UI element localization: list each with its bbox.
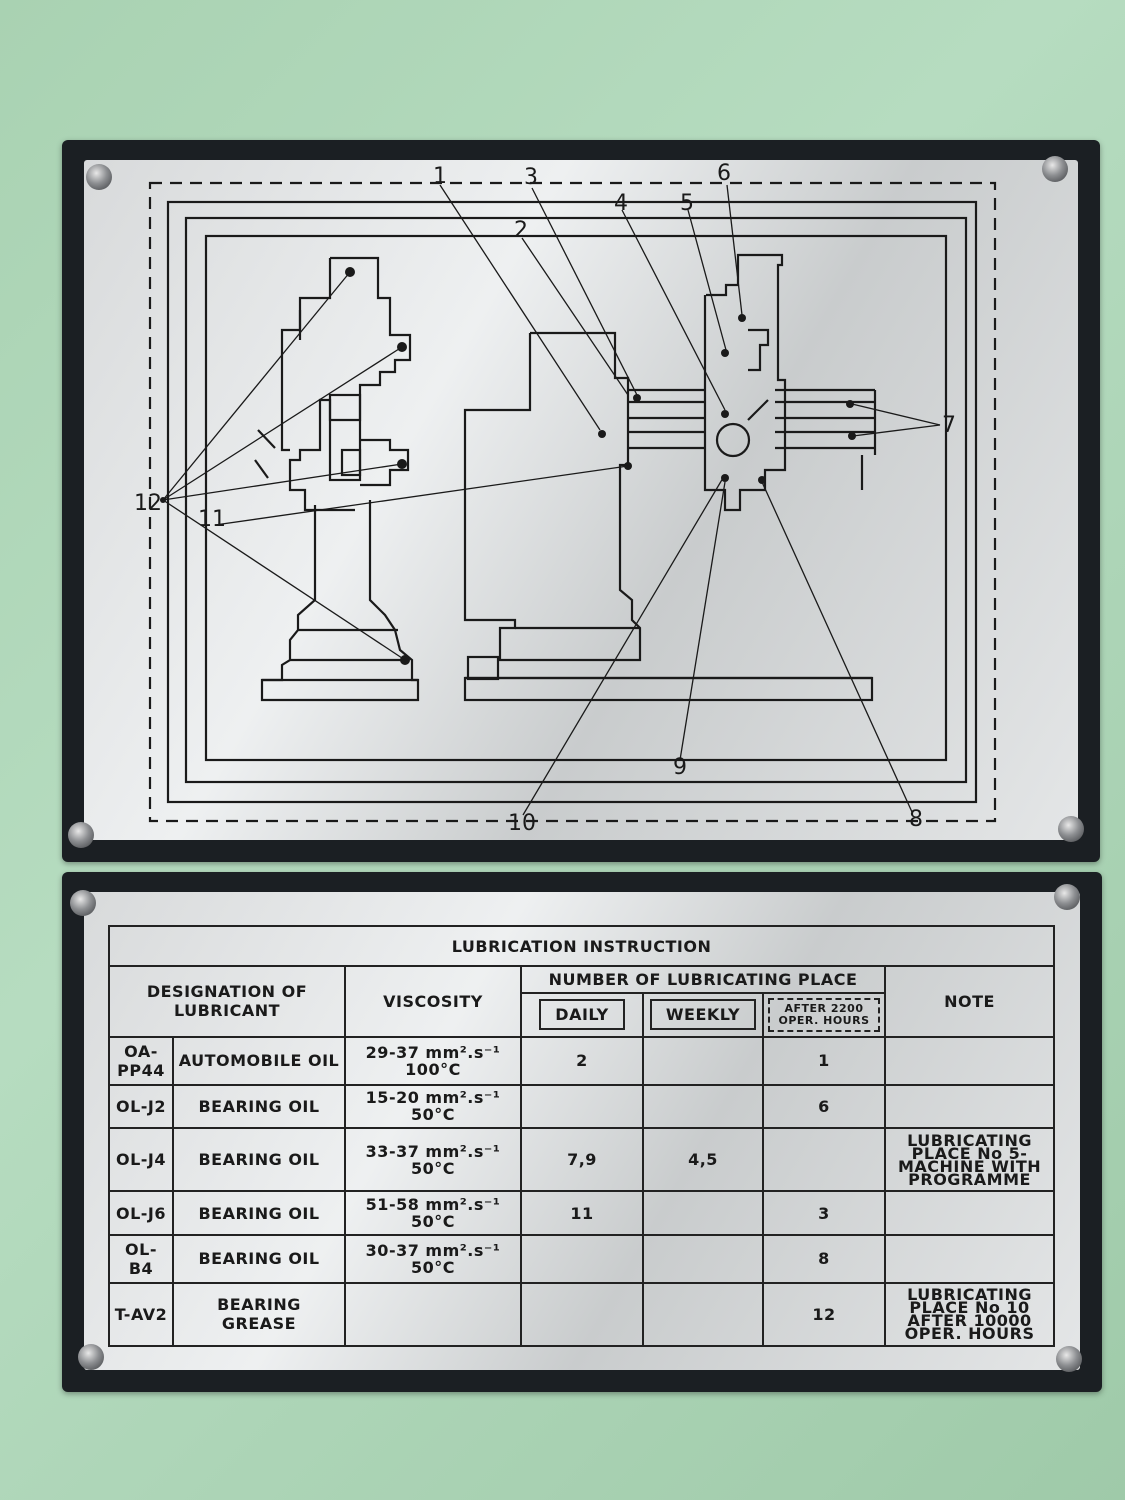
callout-3: 3 [524, 165, 538, 190]
row-after [762, 1127, 886, 1193]
rivet-icon [68, 822, 94, 848]
row-daily: 2 [520, 1035, 644, 1086]
row-daily: 7,9 [520, 1127, 644, 1193]
frame-middle [184, 216, 968, 784]
lubrication-points [160, 267, 856, 665]
callout-5: 5 [680, 191, 694, 216]
row-code: OL-J2 [108, 1083, 174, 1130]
row-note: LUBRICATING PLACE No 5-MACHINE WITH PROG… [883, 1127, 1056, 1193]
table-title: LUBRICATION INSTRUCTION [107, 925, 1056, 967]
callout-6: 6 [717, 161, 731, 186]
header-after-cell: AFTER 2200 OPER. HOURS [762, 992, 886, 1038]
row-name: AUTOMOBILE OIL [172, 1035, 346, 1086]
header-weekly-cell: WEEKLY [642, 992, 764, 1038]
header-daily: DAILY [539, 999, 625, 1031]
row-viscosity [344, 1281, 522, 1348]
header-weekly: WEEKLY [649, 999, 757, 1031]
row-note [883, 1035, 1056, 1086]
rivet-icon [1042, 156, 1068, 182]
table-row: T-AV2 BEARING GREASE 12 LUBRICATING PLAC… [108, 1281, 1056, 1348]
row-name: BEARING OIL [172, 1190, 346, 1236]
diagram-plate-face [84, 160, 1078, 840]
header-designation: DESIGNATION OF LUBRICANT [108, 965, 346, 1038]
row-weekly [642, 1190, 764, 1236]
row-after: 1 [762, 1035, 886, 1086]
dashed-frame [148, 181, 997, 823]
callout-7: 7 [942, 413, 956, 438]
rivet-icon [70, 890, 96, 916]
row-name: BEARING OIL [172, 1127, 346, 1193]
callout-11: 11 [198, 507, 226, 532]
row-note [883, 1083, 1056, 1130]
row-daily [520, 1233, 644, 1284]
callout-4: 4 [614, 191, 628, 216]
rivet-icon [86, 164, 112, 190]
row-code: OL-J6 [108, 1190, 174, 1236]
header-daily-cell: DAILY [520, 992, 644, 1038]
row-note: LUBRICATING PLACE No 10 AFTER 10000 OPER… [883, 1281, 1056, 1348]
row-daily: 11 [520, 1190, 644, 1236]
row-after: 6 [762, 1083, 886, 1130]
rivet-icon [78, 1344, 104, 1370]
row-after: 3 [762, 1190, 886, 1236]
callout-12: 12 [134, 491, 162, 516]
row-name: BEARING GREASE [172, 1281, 346, 1348]
row-name: BEARING OIL [172, 1233, 346, 1284]
row-note [883, 1233, 1056, 1284]
row-code: OA-PP44 [108, 1035, 174, 1086]
lubrication-table: LUBRICATION INSTRUCTION DESIGNATION OF L… [107, 925, 1056, 1348]
callout-8: 8 [909, 807, 923, 832]
row-weekly [642, 1083, 764, 1130]
header-viscosity: VISCOSITY [344, 965, 522, 1038]
row-code: OL-J4 [108, 1127, 174, 1193]
diagram-plate [62, 140, 1100, 862]
row-daily [520, 1083, 644, 1130]
callout-9: 9 [673, 755, 687, 780]
row-note [883, 1190, 1056, 1236]
frame-outer [166, 200, 978, 804]
header-note: NOTE [883, 965, 1056, 1038]
rivet-icon [1058, 816, 1084, 842]
header-after: AFTER 2200 OPER. HOURS [768, 997, 880, 1032]
row-weekly [642, 1035, 764, 1086]
row-after: 8 [762, 1233, 886, 1284]
row-daily [520, 1281, 644, 1348]
row-code: T-AV2 [108, 1281, 174, 1348]
row-weekly: 4,5 [642, 1127, 764, 1193]
row-code: OL-B4 [108, 1233, 174, 1284]
rivet-icon [1054, 884, 1080, 910]
callout-10: 10 [508, 811, 536, 836]
leader-lines [162, 184, 941, 816]
header-places: NUMBER OF LUBRICATING PLACE [520, 964, 886, 995]
callout-2: 2 [514, 218, 528, 243]
row-weekly [642, 1233, 764, 1284]
row-after: 12 [762, 1281, 886, 1348]
side-view-machine [254, 256, 420, 702]
callout-1: 1 [433, 164, 447, 189]
row-name: BEARING OIL [172, 1083, 346, 1130]
rivet-icon [1056, 1346, 1082, 1372]
frame-inner [204, 234, 948, 762]
row-weekly [642, 1281, 764, 1348]
front-view-machine [463, 253, 877, 702]
